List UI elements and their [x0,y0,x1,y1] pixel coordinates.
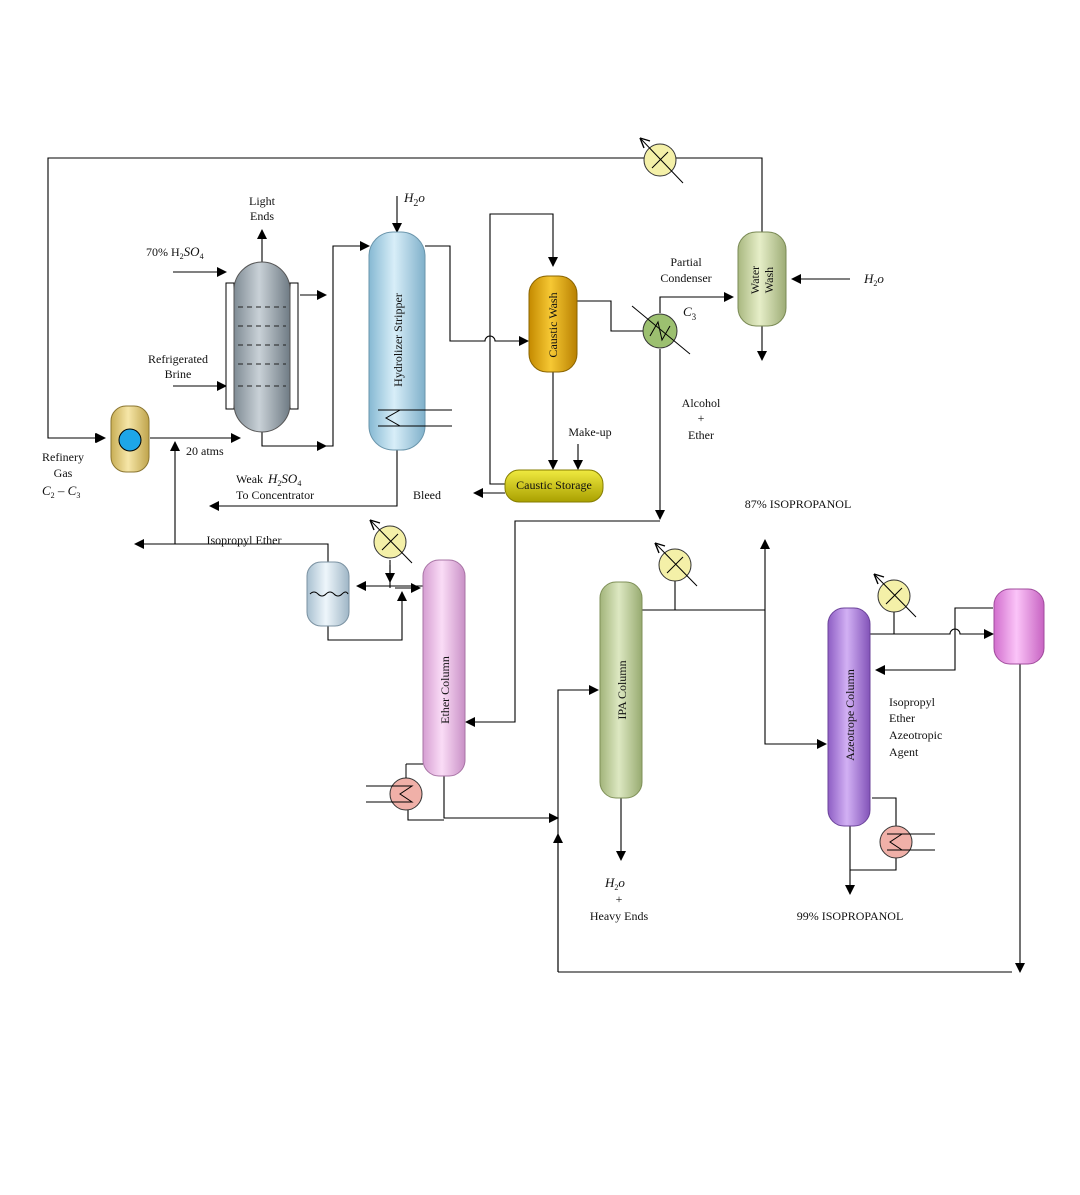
agent-label-2: Ether [889,711,915,725]
caustic-recycle-line [489,213,558,485]
compressor [110,405,150,473]
water-wash-label-1: Water [748,266,762,294]
water-wash: Water Wash [737,231,787,327]
decanter-return-line [875,607,993,675]
light-ends-label-1: Light [249,194,276,208]
ether-accumulator [306,561,350,627]
azeotrope-column-label: Azeotrope Column [843,669,857,761]
agent-label-3: Azeotropic [889,728,942,742]
alcohol-ether-label-2: Ether [688,428,714,442]
partial-condenser-label-2: Condenser [660,271,711,285]
partial-condenser-label-1: Partial [670,255,702,269]
liquid-level-icon [309,591,349,597]
azeotrope-reboiler-top-line [872,797,897,826]
bleed-label: Bleed [413,488,441,502]
ipa-column-label: IPA Column [615,660,629,719]
agent-label-4: Agent [889,745,919,759]
ipa-99-label: 99% ISOPROPANOL [797,909,904,923]
ether-column-bottom-line [443,775,559,823]
caustic-storage: Caustic Storage [504,469,604,503]
hydrolizer-to-caustic-wash-line [425,245,529,346]
weak-acid-label-2: To Concentrator [236,488,314,502]
caustic-storage-label: Caustic Storage [516,478,592,492]
light-ends-label-2: Ends [250,209,274,223]
decanter [993,588,1045,665]
azeotrope-column: Azeotrope Column [827,607,871,827]
condenser-diagonal [631,305,691,355]
weak-acid-label-1: Weak H2SO4 [236,471,301,488]
absorber-to-hydrolizer-line [261,241,370,447]
isopropyl-ether-label: Isopropyl Ether [207,533,282,547]
condenser-to-water-wash-line [659,292,734,313]
hydrolizer-stripper-label: Hydrolizer Stripper [391,293,405,387]
partial-condenser [631,305,691,355]
refinery-gas-label-2: Gas [54,466,73,480]
h2o-heavy-label: H2o [604,875,625,892]
heavy-plus-label: + [616,892,623,906]
caustic-wash-to-condenser-line [577,300,643,332]
azeotrope-reboiler [879,825,935,859]
ether-column-label: Ether Column [438,656,452,724]
heavy-ends-label: Heavy Ends [590,909,649,923]
ipa-exchanger [654,542,698,587]
recycle-exchanger [639,137,684,184]
absorber [225,261,299,433]
h2o-water-wash-label: H2o [863,271,884,288]
refinery-gas-formula: C2 – C3 [42,483,80,500]
weak-acid-line [209,450,398,511]
c3-label: C3 [683,304,697,322]
heating-coil-icon [378,409,402,427]
alcohol-ether-label-1: Alcohol [682,396,721,410]
brine-label-1: Refrigerated [148,352,208,366]
azeotrope-exchanger [873,573,917,618]
azeotrope-overhead-line [870,628,994,639]
ether-exchanger [369,519,413,564]
brine-label-2: Brine [165,367,192,381]
caustic-wash: Caustic Wash [528,275,578,373]
h2o-top-label: H2o [403,190,425,209]
ether-reboiler [366,763,423,811]
isopropyl-ether-line [134,539,329,570]
ipa-to-azeotrope-line [764,610,827,749]
accumulator-return-line [327,591,407,641]
reboiler-return-line [407,810,444,821]
compressor-dot-icon [118,428,142,452]
stream-labels: Light Ends H2o 70% H2SO4 Refrigerated Br… [42,190,942,923]
make-up-label: Make-up [568,425,611,439]
alcohol-ether-plus: + [698,411,705,425]
feed-to-ether-column-line [465,520,660,727]
agent-label-1: Isopropyl [889,695,936,709]
ether-column: Ether Column [422,559,466,777]
water-wash-label-2: Wash [762,267,776,293]
pressure-label: 20 atms [186,444,224,458]
ipa-column: IPA Column [599,581,643,799]
ipa-feed-line [557,685,599,972]
refinery-gas-label-1: Refinery [42,450,84,464]
hydrolizer-stripper: Hydrolizer Stripper [368,231,452,451]
azeotrope-reboiler-line [850,858,897,871]
ipa-87-label: 87% ISOPROPANOL [745,497,852,511]
caustic-wash-label: Caustic Wash [546,292,560,357]
acid-inlet-label: 70% H2SO4 [146,244,204,261]
